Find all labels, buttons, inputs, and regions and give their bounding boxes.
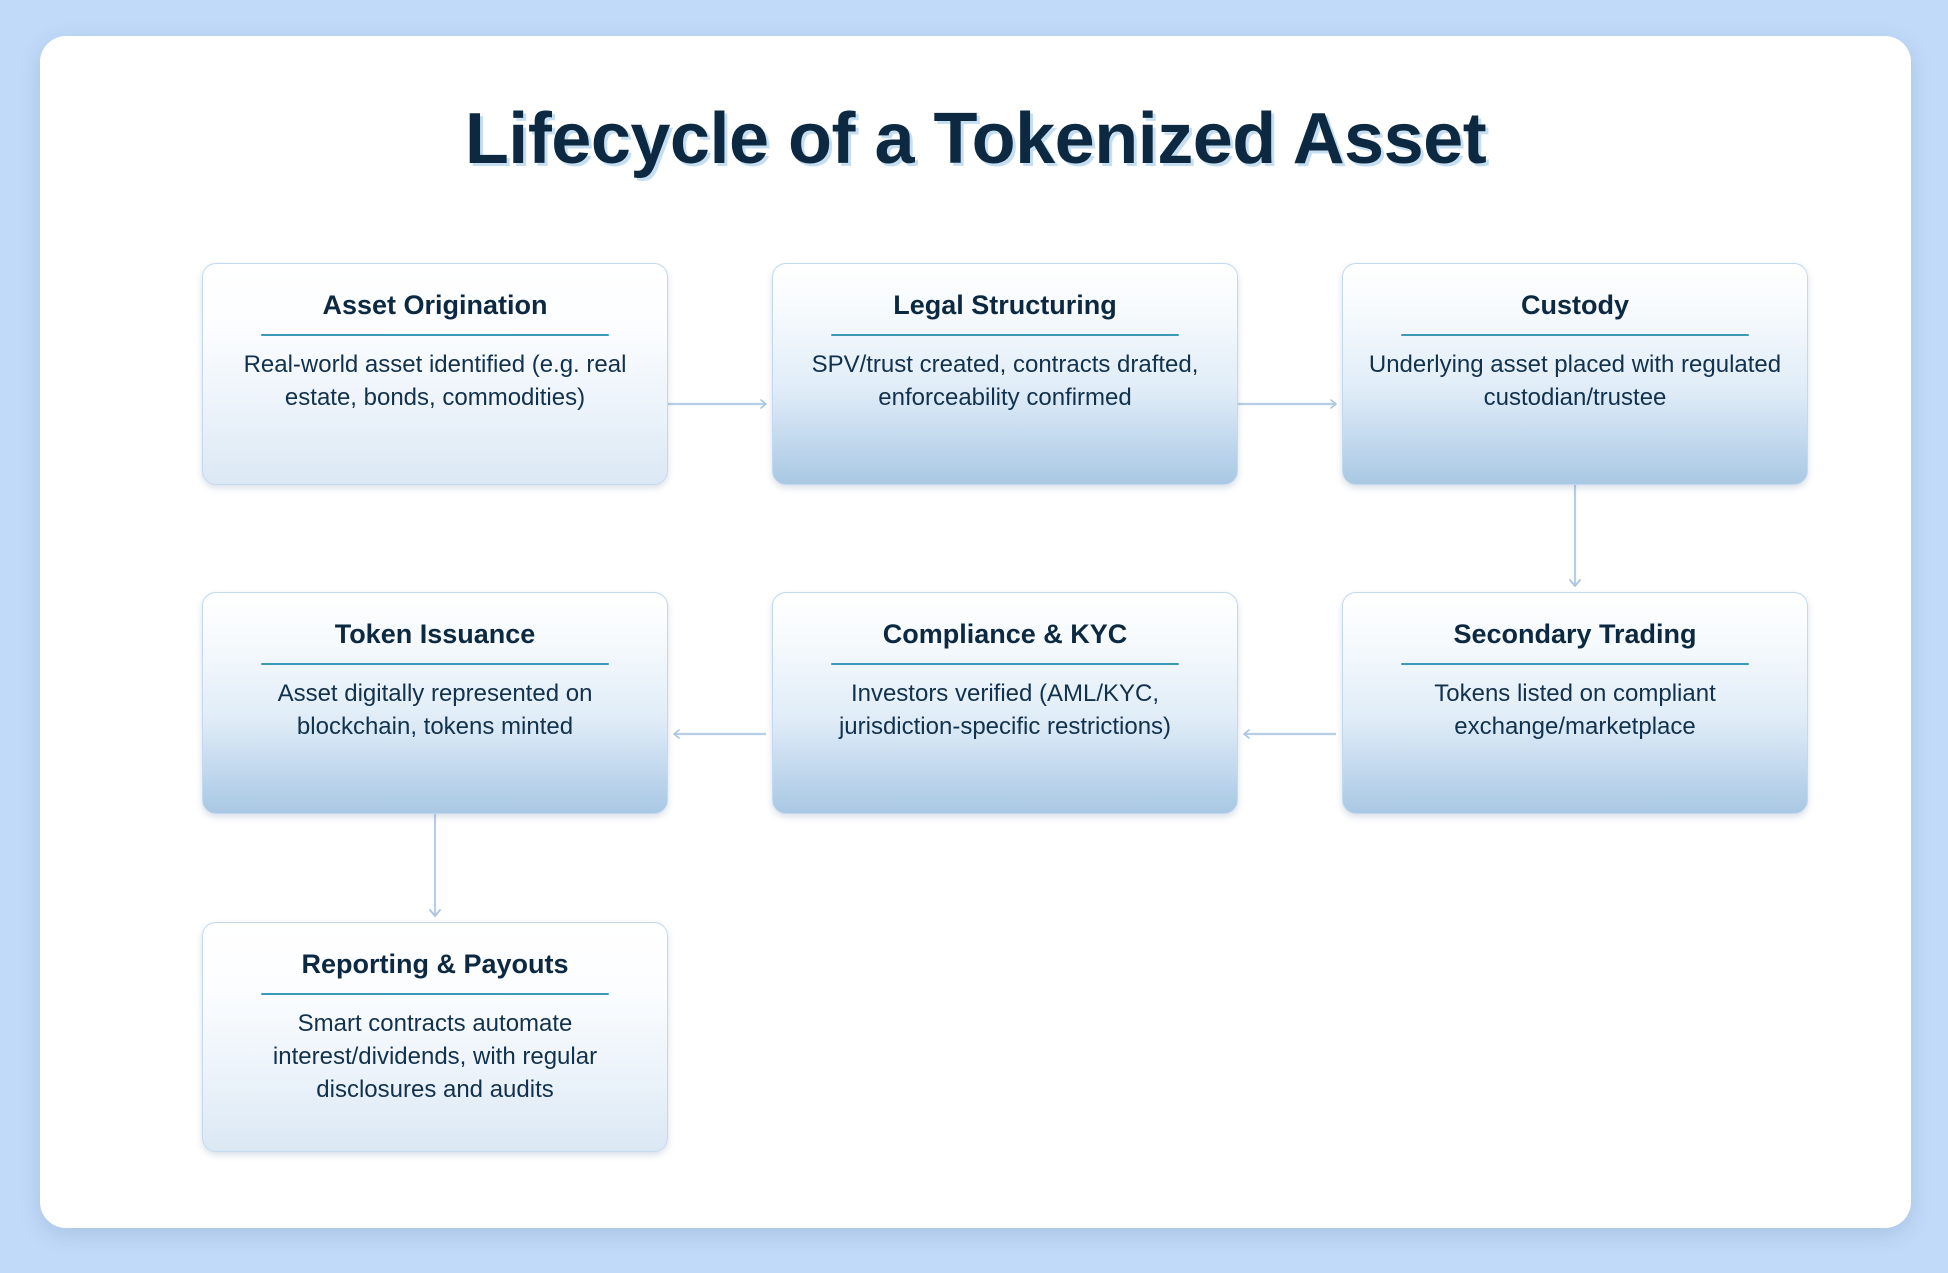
node-divider (1401, 663, 1749, 666)
node-title: Secondary Trading (1453, 619, 1697, 649)
node-compliance-kyc[interactable]: Compliance & KYC Investors verified (AML… (772, 592, 1238, 814)
node-divider (831, 663, 1179, 666)
node-custody[interactable]: Custody Underlying asset placed with reg… (1342, 263, 1808, 485)
node-description: Tokens listed on compliant exchange/mark… (1434, 680, 1716, 741)
node-token-issuance[interactable]: Token Issuance Asset digitally represent… (202, 592, 668, 814)
flowchart-stage: Asset Origination Real-world asset ident… (40, 36, 1911, 1228)
node-divider (1401, 334, 1749, 337)
node-description: Underlying asset placed with regulated c… (1368, 351, 1782, 412)
node-divider (831, 334, 1179, 337)
node-title: Legal Structuring (893, 290, 1117, 320)
node-title: Asset Origination (322, 290, 548, 320)
node-title: Compliance & KYC (882, 619, 1128, 649)
node-asset-origination[interactable]: Asset Origination Real-world asset ident… (202, 263, 668, 485)
node-legal-structuring[interactable]: Legal Structuring SPV/trust created, con… (772, 263, 1238, 485)
node-secondary-trading[interactable]: Secondary Trading Tokens listed on compl… (1342, 592, 1808, 814)
page-title: Lifecycle of a Tokenized Asset (464, 99, 1487, 179)
node-description: SPV/trust created, contracts drafted, en… (811, 351, 1199, 412)
node-description: Investors verified (AML/KYC, jurisdictio… (838, 680, 1172, 741)
node-description: Asset digitally represented on blockchai… (277, 680, 593, 741)
node-divider (261, 334, 609, 337)
node-title: Custody (1521, 290, 1629, 320)
node-divider (261, 993, 609, 996)
node-divider (261, 663, 609, 666)
node-reporting-payouts[interactable]: Reporting & Payouts Smart contracts auto… (202, 922, 668, 1152)
node-title: Token Issuance (334, 619, 536, 649)
node-description: Smart contracts automate interest/divide… (272, 1010, 598, 1104)
node-description: Real-world asset identified (e.g. real e… (243, 351, 627, 412)
page-card: Lifecycle of a Tokenized Asset (40, 36, 1911, 1228)
node-title: Reporting & Payouts (301, 949, 569, 979)
